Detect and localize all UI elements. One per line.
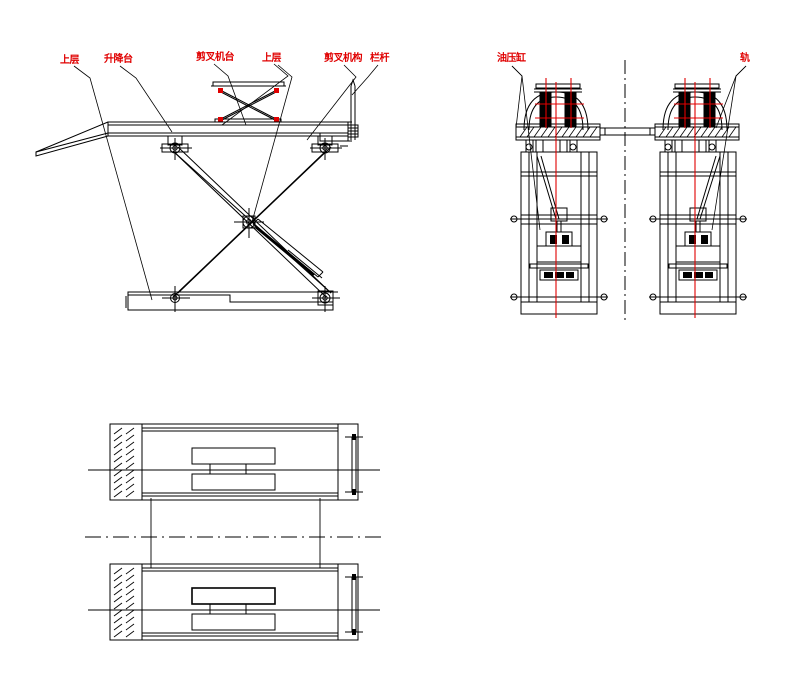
plan-view: [85, 423, 385, 641]
front-label-2: 剪叉机台: [196, 52, 235, 63]
front-label-3: 上层: [262, 53, 282, 64]
centerline-left: [535, 78, 584, 318]
ramp-hatch-lower: [113, 567, 135, 638]
plan-platform-lower: [88, 563, 380, 641]
front-leader-lines: [73, 63, 379, 301]
front-elevation-view: [35, 63, 379, 312]
side-elevation-view: [510, 60, 747, 322]
side-unit-left: [510, 78, 651, 318]
centerline-right: [674, 78, 723, 318]
side-unit-right: [604, 78, 747, 318]
base-pivot-right: [312, 286, 340, 312]
deck-hatch-right: [658, 126, 737, 138]
upper-scissor-pivots: [218, 88, 279, 122]
dimension-upper: [345, 434, 363, 495]
ramp-hatch-upper: [113, 427, 135, 498]
upper-roller-carriage-right: [310, 135, 342, 160]
front-label-4: 剪叉机构: [324, 53, 363, 64]
plan-projection-lines: [150, 498, 321, 568]
deck-hatch-left: [519, 126, 598, 138]
front-label-5: 栏杆: [370, 53, 390, 64]
side-label-1: 轨: [740, 53, 750, 64]
plan-platform-upper: [88, 423, 380, 501]
railing-post: [340, 78, 359, 147]
dimension-lower: [345, 574, 363, 635]
hydraulic-cylinder: [252, 218, 324, 279]
front-label-0: 上层: [60, 55, 80, 66]
front-label-1: 升降台: [104, 54, 133, 65]
side-label-0: 油压缸: [497, 53, 526, 64]
base-pivot-left: [162, 286, 190, 312]
